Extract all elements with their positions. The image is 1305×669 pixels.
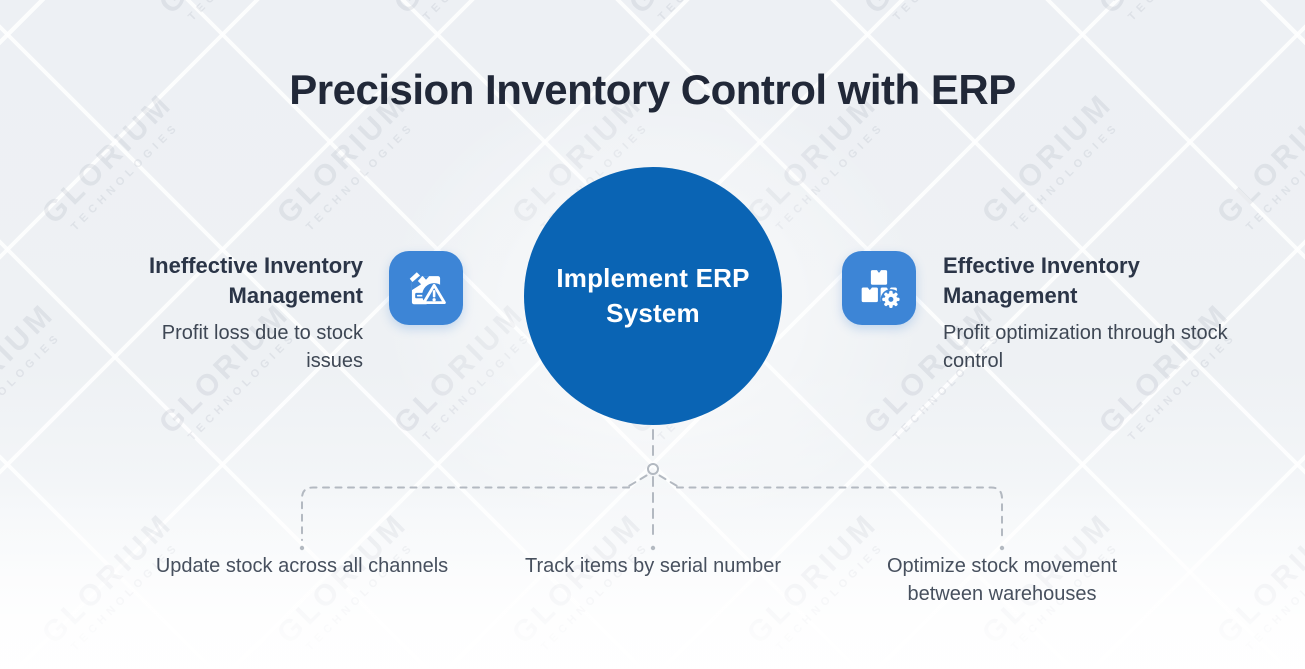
connector-branch-left <box>628 474 648 487</box>
connector-left-arm <box>301 486 630 541</box>
ineffective-inventory-description: Profit loss due to stock issues <box>161 322 363 372</box>
connector-end-dot-center <box>650 545 656 551</box>
effective-inventory-heading: Effective Inventory Management <box>943 253 1140 308</box>
effective-inventory-block: Effective Inventory Management Profit op… <box>943 251 1235 376</box>
effective-inventory-description: Profit optimization through stock contro… <box>943 322 1228 372</box>
page-title: Precision Inventory Control with ERP <box>289 66 1016 113</box>
ineffective-inventory-block: Ineffective Inventory Management Profit … <box>117 251 363 376</box>
erp-system-circle: Implement ERP System <box>524 167 782 425</box>
damaged-package-warning-icon <box>409 272 447 307</box>
erp-circle-label: Implement ERP System <box>556 262 750 328</box>
connector-end-dot-right <box>999 545 1005 551</box>
connector-branch-right <box>658 474 678 487</box>
benefit-update-stock: Update stock across all channels <box>155 555 449 577</box>
benefit-track-items: Track items by serial number <box>525 555 781 577</box>
connector-right-arm <box>676 486 1003 541</box>
boxes-with-gear-icon <box>861 270 902 310</box>
benefit-optimize-movement: Optimize stock movement between warehous… <box>886 555 1118 605</box>
connector-junction-circle <box>647 463 659 475</box>
effective-inventory-tile <box>842 251 916 325</box>
ineffective-inventory-heading: Ineffective Inventory Management <box>149 253 363 308</box>
connector-end-dot-left <box>299 545 305 551</box>
ineffective-inventory-tile <box>389 251 463 325</box>
